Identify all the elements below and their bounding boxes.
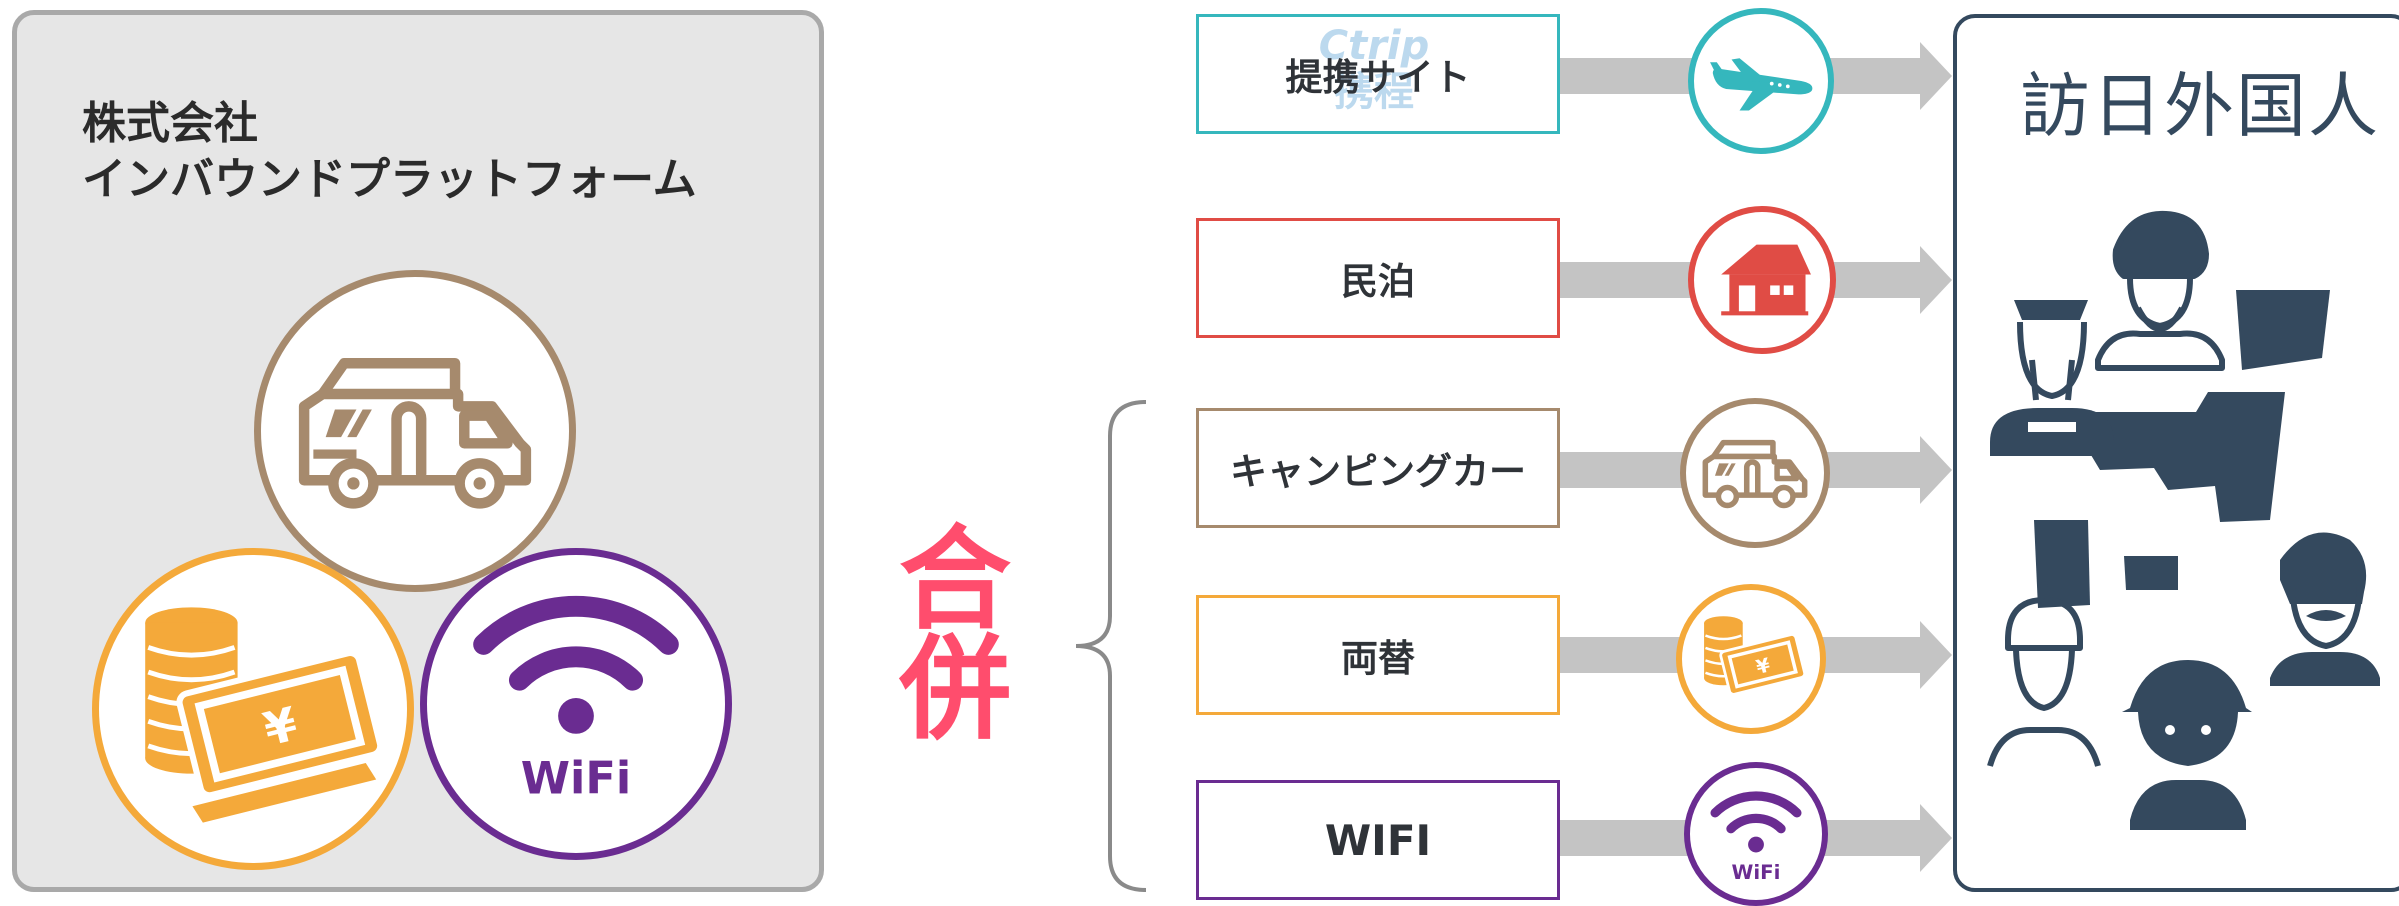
house-icon: [1721, 244, 1811, 316]
wifi-icon: WiFi: [1710, 791, 1802, 884]
merge-char-2: 併: [899, 625, 1011, 755]
ctrip-watermark-bottom: 携程: [1334, 69, 1414, 115]
company-name-line2: インバウンドプラットフォーム: [82, 154, 697, 205]
merge-label: 合 併: [880, 515, 1030, 755]
visitor-mustache-man: [2270, 532, 2380, 686]
service-circle-money: ¥: [1676, 584, 1826, 734]
japan-map-icon: [2034, 290, 2330, 608]
service-box-wifi: WIFI: [1196, 780, 1560, 900]
ctrip-watermark-top: Ctrip: [1318, 23, 1430, 69]
service-box-minpaku: 民泊: [1196, 218, 1560, 338]
service-circle-camper: [1680, 398, 1830, 548]
camper-van-icon: [1702, 439, 1808, 509]
service-box-exchange: 両替: [1196, 595, 1560, 715]
merge-brace: [1075, 400, 1147, 892]
company-name: 株式会社 インバウンドプラットフォーム: [82, 96, 697, 208]
money-icon: ¥: [1704, 616, 1807, 696]
service-label-wifi: WIFI: [1324, 815, 1432, 865]
ctrip-watermark: Ctrip 携程: [1269, 23, 1479, 115]
wifi-circle: WiFi: [420, 548, 732, 860]
service-label-partner-site: 提携サイト: [1285, 56, 1471, 99]
visitor-hat-person: [2122, 660, 2252, 830]
camper-van-icon: [298, 358, 532, 509]
merge-char-1: 合: [899, 515, 1011, 645]
service-label-minpaku: 民泊: [1341, 260, 1415, 303]
service-label-camping-car: キャンピングカー: [1230, 450, 1526, 493]
service-label-exchange: 両替: [1341, 637, 1415, 680]
target-title: 訪日外国人: [2020, 65, 2380, 147]
service-circle-airplane: [1688, 8, 1834, 154]
airplane-icon: [1710, 58, 1813, 111]
service-box-partner-site: Ctrip 携程 提携サイト: [1196, 14, 1560, 134]
service-circle-house: [1688, 206, 1836, 354]
visitor-sikh-man: [1987, 581, 2101, 767]
foreign-visitors-icon: [1987, 210, 2380, 830]
camper-circle: [254, 270, 576, 592]
visitor-turban-man: [2095, 210, 2225, 371]
company-name-line1: 株式会社: [82, 98, 258, 149]
service-wifi-icon-text: WiFi: [1732, 861, 1781, 884]
service-circle-wifi: WiFi: [1684, 762, 1828, 906]
visitor-chinese-man: [1990, 300, 2114, 456]
money-circle: ¥: [92, 548, 414, 870]
service-box-camping-car: キャンピングカー: [1196, 408, 1560, 528]
money-icon: ¥: [145, 607, 384, 823]
svg-text:¥: ¥: [1754, 653, 1773, 679]
wifi-icon: WiFi: [473, 595, 679, 804]
wifi-icon-text: WiFi: [521, 752, 631, 804]
